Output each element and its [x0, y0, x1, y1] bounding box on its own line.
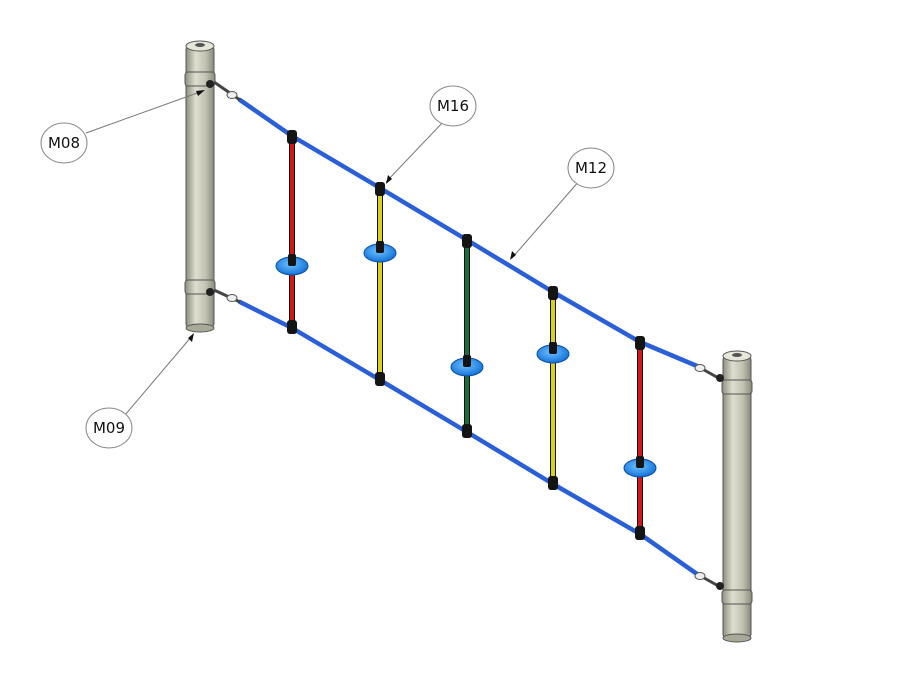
- disc-1: [275, 254, 309, 276]
- left-post: [184, 40, 216, 333]
- bottom-right-connector: [694, 572, 724, 590]
- disc-5: [623, 456, 657, 478]
- leader-arrowheads: [188, 90, 516, 342]
- top-left-connector: [206, 80, 241, 102]
- callout-label-m12: M12: [575, 159, 607, 177]
- bottom-left-connector: [206, 288, 241, 304]
- callout-label-m08: M08: [48, 134, 80, 152]
- callout-m12: M12: [567, 147, 615, 189]
- right-post: [721, 350, 753, 643]
- callout-m09: M09: [85, 407, 133, 449]
- disc-2: [363, 241, 397, 263]
- disc-4: [536, 342, 570, 364]
- top-right-connector: [694, 364, 724, 382]
- callout-m16: M16: [429, 85, 477, 127]
- disc-3: [450, 355, 484, 377]
- callout-label-m16: M16: [437, 97, 469, 115]
- leader-lines: [85, 91, 581, 416]
- callout-label-m09: M09: [93, 419, 125, 437]
- callout-m08: M08: [40, 122, 88, 164]
- rope-clamps: [287, 130, 645, 540]
